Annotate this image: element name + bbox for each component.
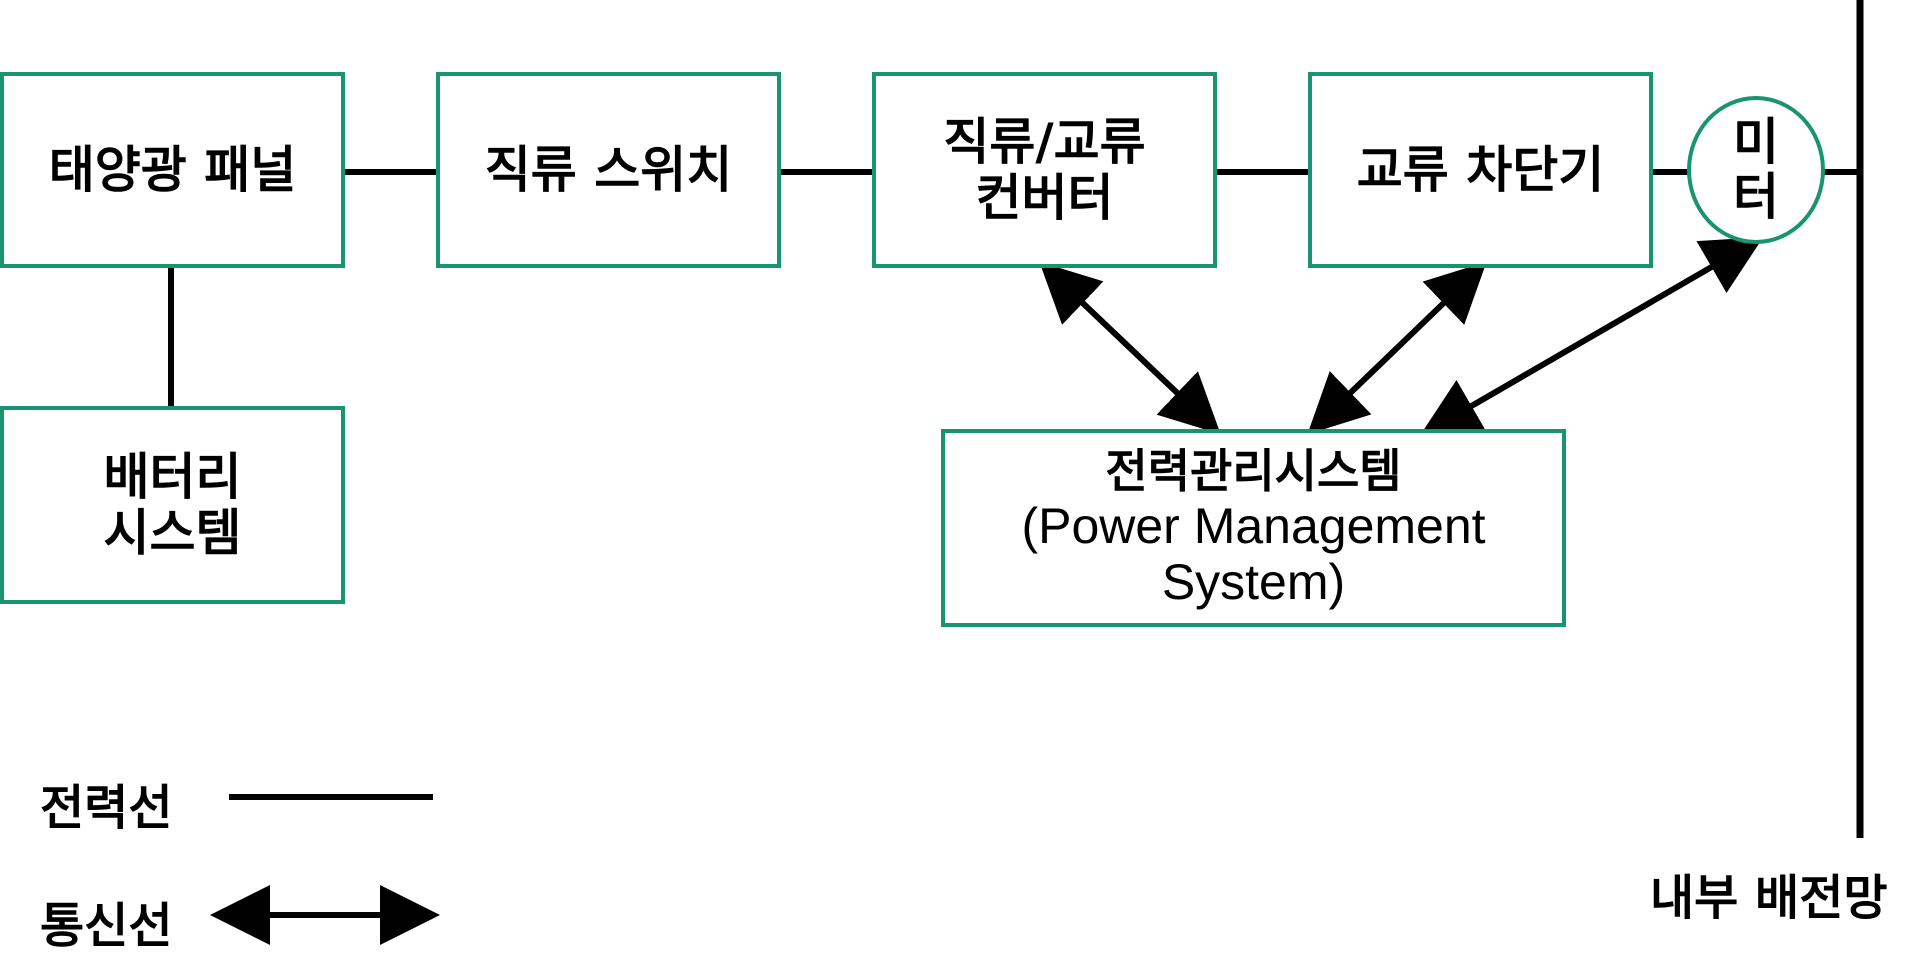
converter-label-line2: 컨버터: [975, 169, 1114, 227]
legend-comm-line-label: 통신선: [40, 898, 173, 954]
comm-line-breaker-pms: [1307, 261, 1487, 435]
meter-circle: 미 터: [1687, 96, 1825, 244]
internal-grid-label: 내부 배전망: [1650, 870, 1888, 926]
battery-label-line1: 배터리: [103, 448, 242, 506]
meter-label-line1: 미: [1733, 113, 1779, 171]
solar-panel-label: 태양광 패널: [48, 141, 297, 199]
battery-system-box: 배터리 시스템: [0, 406, 345, 604]
meter-label-line2: 터: [1733, 168, 1779, 226]
dc-switch-box: 직류 스위치: [436, 72, 781, 268]
pms-label-line2: (Power Management: [1021, 497, 1486, 554]
comm-line-converter-pms: [1039, 261, 1221, 435]
ac-breaker-label: 교류 차단기: [1356, 141, 1605, 199]
ac-breaker-box: 교류 차단기: [1308, 72, 1653, 268]
solar-panel-box: 태양광 패널: [0, 72, 345, 268]
battery-label-line2: 시스템: [103, 504, 242, 562]
dc-switch-label: 직류 스위치: [484, 141, 733, 199]
pms-label-line1: 전력관리시스템: [1105, 444, 1402, 499]
comm-line-meter-pms: [1419, 236, 1764, 437]
legend-power-line-label: 전력선: [40, 780, 173, 836]
converter-label-line1: 직류/교류: [943, 113, 1146, 171]
dc-ac-converter-box: 직류/교류 컨버터: [872, 72, 1217, 268]
pms-label-line3: System): [1161, 553, 1346, 610]
power-management-system-box: 전력관리시스템 (Power Management System): [941, 429, 1566, 627]
